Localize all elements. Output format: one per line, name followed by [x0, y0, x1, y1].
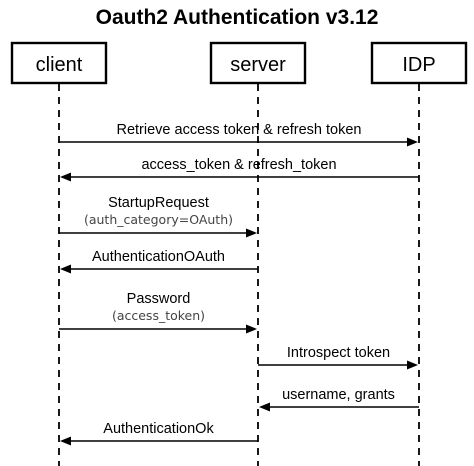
- message-label: username, grants: [282, 387, 395, 403]
- actor-client-label: client: [36, 54, 83, 76]
- arrow-head-icon: [60, 436, 71, 446]
- message-7: username, grants: [259, 387, 419, 412]
- actor-server: server: [209, 41, 307, 85]
- message-1: Retrieve access token & refresh token: [59, 122, 418, 147]
- actor-client: client: [10, 41, 108, 85]
- lifelines: [58, 84, 420, 466]
- message-sublabel: (auth_category=OAuth): [84, 212, 233, 227]
- actor-server-label: server: [230, 54, 286, 76]
- message-label: StartupRequest: [108, 195, 209, 211]
- actor-idp-label: IDP: [402, 54, 435, 76]
- arrow-head-icon: [60, 264, 71, 274]
- message-6: Introspect token: [258, 345, 418, 370]
- actor-server-box: [209, 41, 307, 85]
- message-label: Introspect token: [287, 345, 390, 361]
- message-label: access_token & refresh_token: [141, 157, 336, 173]
- arrow-head-icon: [246, 324, 257, 334]
- actor-client-box: [10, 41, 108, 85]
- arrow-head-icon: [407, 137, 418, 147]
- arrow-head-icon: [259, 402, 270, 412]
- actor-idp: IDP: [370, 41, 468, 85]
- message-2: access_token & refresh_token: [60, 157, 419, 182]
- arrow-head-icon: [60, 172, 71, 182]
- message-5: Password(access_token): [59, 291, 257, 334]
- message-label: AuthenticationOAuth: [92, 249, 225, 265]
- message-label: Retrieve access token & refresh token: [116, 122, 361, 138]
- message-label: AuthenticationOk: [103, 421, 214, 437]
- message-sublabel: (access_token): [112, 308, 205, 323]
- arrow-head-icon: [407, 360, 418, 370]
- message-8: AuthenticationOk: [60, 421, 258, 446]
- message-3: StartupRequest(auth_category=OAuth): [59, 195, 257, 238]
- message-label: Password: [127, 291, 191, 307]
- messages: Retrieve access token & refresh token acc…: [59, 122, 419, 446]
- diagram-title: Oauth2 Authentication v3.12: [96, 6, 379, 29]
- actor-idp-box: [370, 41, 468, 85]
- message-4: AuthenticationOAuth: [60, 249, 258, 274]
- arrow-head-icon: [246, 228, 257, 238]
